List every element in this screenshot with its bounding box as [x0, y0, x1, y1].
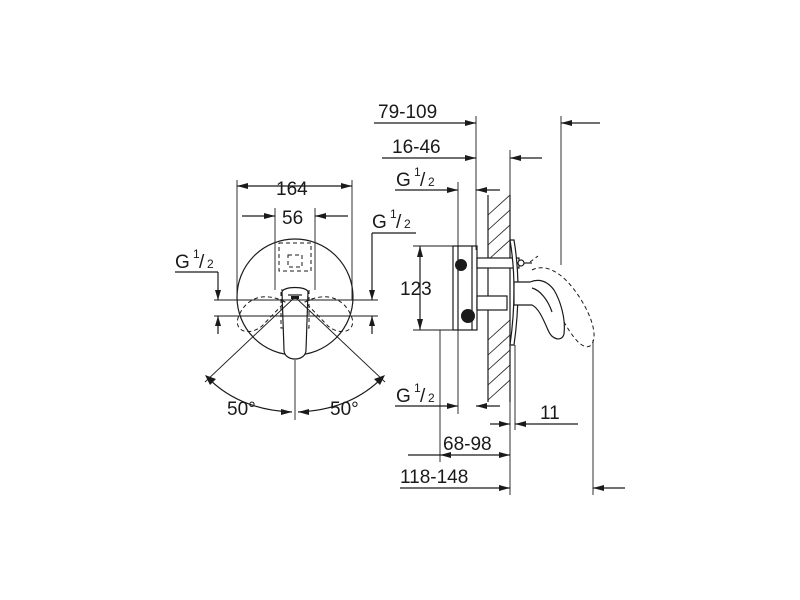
- valve-body-side: [452, 245, 532, 331]
- thread-left-base: G: [175, 252, 190, 273]
- dimension-118-148: 118-148: [400, 340, 625, 495]
- dimension-123: 123: [400, 245, 455, 331]
- dimension-164-label: 164: [276, 179, 308, 200]
- thread-top-den: 2: [428, 175, 435, 189]
- thread-top-num: 1: [414, 165, 421, 179]
- thread-bottom-slash: /: [420, 386, 426, 407]
- dimension-68-98: 68-98: [408, 330, 511, 495]
- thread-right-base: G: [372, 212, 387, 233]
- thread-right-num: 1: [390, 207, 397, 221]
- thread-right-den: 2: [404, 217, 411, 231]
- dimension-79-109-label: 79-109: [378, 102, 437, 123]
- thread-right-slash: /: [396, 212, 402, 233]
- angle-right-label: 50°: [330, 399, 359, 420]
- rosette-side: [509, 239, 519, 346]
- thread-top-slash: /: [420, 170, 426, 191]
- thread-label-left: G 1 / 2: [175, 247, 221, 334]
- dimension-118-148-label: 118-148: [400, 467, 468, 488]
- thread-left-slash: /: [199, 252, 205, 273]
- dimension-123-label: 123: [400, 279, 432, 300]
- thread-bottom-den: 2: [428, 391, 435, 405]
- thread-label-right: G 1 / 2: [369, 207, 416, 334]
- dimension-11-label: 11: [540, 403, 560, 424]
- thread-bottom-num: 1: [414, 381, 421, 395]
- dimension-16-46: 16-46: [382, 137, 542, 200]
- thread-label-top: G 1 / 2: [395, 165, 500, 248]
- handle-side: [513, 255, 595, 348]
- front-view: 164 56: [175, 179, 416, 420]
- side-view: 79-109 16-46 G 1 / 2: [374, 102, 625, 495]
- dimension-68-98-label: 68-98: [443, 434, 492, 455]
- thread-bottom-base: G: [396, 386, 411, 407]
- handle-front: [236, 286, 354, 360]
- angle-dimensions: 50° 50°: [204, 296, 386, 420]
- dimension-79-109: 79-109: [374, 102, 600, 265]
- dimension-11: 11: [490, 345, 578, 430]
- dimension-56-label: 56: [282, 208, 303, 229]
- dimension-56: 56: [242, 208, 348, 290]
- thread-top-base: G: [396, 170, 411, 191]
- thread-left-den: 2: [207, 257, 214, 271]
- valve-body-outline: [278, 242, 312, 272]
- thread-left-num: 1: [193, 247, 200, 261]
- dimension-164: 164: [236, 179, 353, 300]
- thread-label-bottom: G 1 / 2: [395, 330, 500, 414]
- dimension-16-46-label: 16-46: [392, 137, 441, 158]
- angle-left-label: 50°: [227, 399, 256, 420]
